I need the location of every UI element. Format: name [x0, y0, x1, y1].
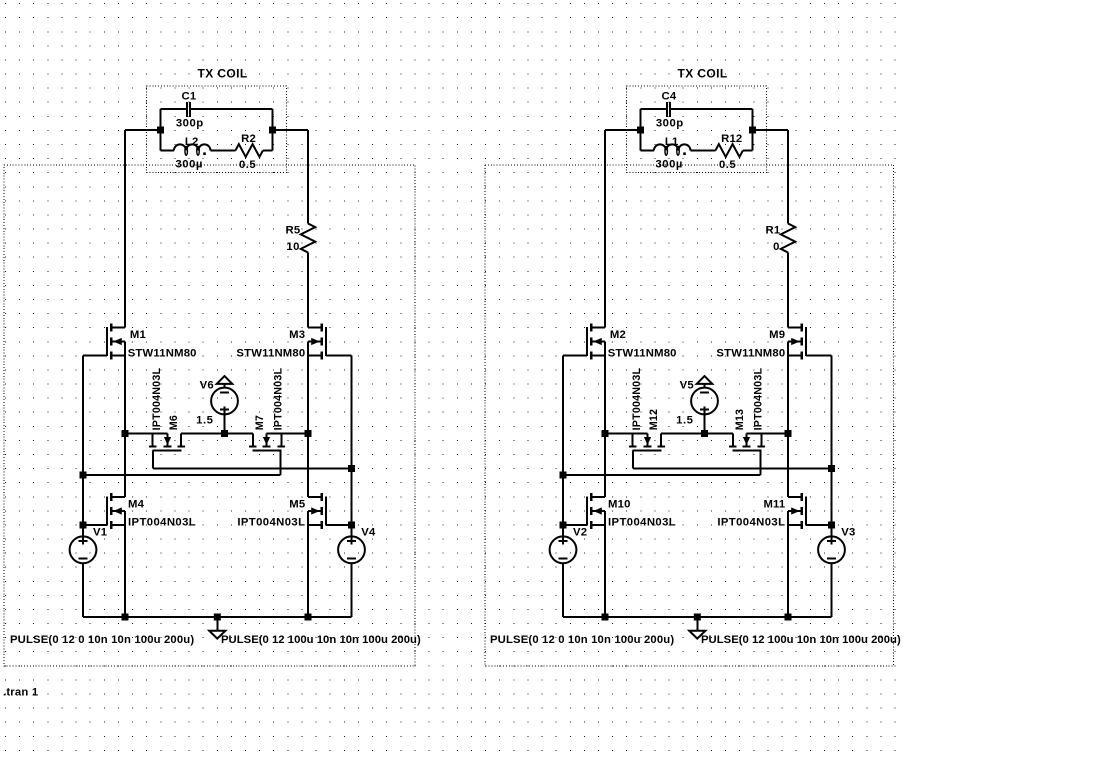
svg-text:PULSE(0 12 0 10n 10n 100u 200u: PULSE(0 12 0 10n 10n 100u 200u) [10, 634, 194, 646]
svg-text:C4: C4 [662, 91, 677, 103]
svg-text:STW11NM80: STW11NM80 [608, 348, 677, 360]
svg-text:V6: V6 [200, 380, 214, 392]
svg-text:STW11NM80: STW11NM80 [128, 348, 197, 360]
svg-text:M12: M12 [648, 409, 660, 430]
svg-text:IPT004N03L: IPT004N03L [631, 368, 643, 431]
svg-text:V1: V1 [93, 527, 107, 539]
svg-text:R1: R1 [766, 225, 781, 237]
svg-text:M6: M6 [168, 415, 180, 430]
svg-text:TX COIL: TX COIL [198, 66, 248, 80]
svg-text:IPT004N03L: IPT004N03L [272, 368, 284, 431]
svg-text:1.5: 1.5 [196, 415, 213, 427]
svg-text:L1: L1 [665, 136, 679, 148]
svg-text:PULSE(0 12 100u 10n 10n 100u 2: PULSE(0 12 100u 10n 10n 100u 200u) [221, 634, 421, 646]
svg-text:.tran 1: .tran 1 [3, 687, 38, 699]
svg-text:M5: M5 [289, 499, 305, 511]
svg-text:IPT004N03L: IPT004N03L [608, 517, 676, 529]
svg-text:M9: M9 [769, 329, 785, 341]
svg-text:M7: M7 [254, 415, 266, 430]
svg-text:L2: L2 [185, 136, 199, 148]
svg-text:V2: V2 [573, 527, 587, 539]
svg-text:M10: M10 [608, 499, 631, 511]
svg-text:IPT004N03L: IPT004N03L [237, 517, 305, 529]
svg-text:IPT004N03L: IPT004N03L [717, 517, 785, 529]
svg-text:300µ: 300µ [656, 158, 683, 170]
svg-text:TX COIL: TX COIL [678, 66, 728, 80]
svg-text:M3: M3 [289, 329, 305, 341]
svg-text:M4: M4 [128, 499, 145, 511]
svg-text:IPT004N03L: IPT004N03L [128, 517, 196, 529]
svg-text:STW11NM80: STW11NM80 [236, 348, 305, 360]
svg-text:V3: V3 [841, 527, 855, 539]
svg-text:IPT004N03L: IPT004N03L [752, 368, 764, 431]
svg-text:M1: M1 [130, 329, 146, 341]
svg-text:R2: R2 [241, 133, 256, 145]
svg-text:M13: M13 [734, 409, 746, 430]
svg-text:10: 10 [286, 241, 300, 253]
svg-text:M2: M2 [610, 329, 626, 341]
svg-text:0.5: 0.5 [239, 159, 256, 171]
svg-text:300p: 300p [656, 118, 684, 130]
svg-text:R5: R5 [286, 225, 301, 237]
svg-text:PULSE(0 12 0 10n 10n 100u 200u: PULSE(0 12 0 10n 10n 100u 200u) [490, 634, 674, 646]
svg-text:IPT004N03L: IPT004N03L [151, 368, 163, 431]
svg-text:M11: M11 [763, 499, 785, 511]
svg-text:V4: V4 [361, 527, 376, 539]
svg-text:V5: V5 [680, 380, 694, 392]
svg-text:1.5: 1.5 [676, 415, 693, 427]
svg-text:300µ: 300µ [176, 158, 203, 170]
svg-text:300p: 300p [176, 118, 204, 130]
svg-text:R12: R12 [721, 133, 742, 145]
svg-text:C1: C1 [182, 91, 197, 103]
svg-text:0: 0 [773, 241, 780, 253]
svg-text:STW11NM80: STW11NM80 [716, 348, 785, 360]
svg-text:0.5: 0.5 [719, 159, 736, 171]
svg-text:PULSE(0 12 100u 10n 10n 100u 2: PULSE(0 12 100u 10n 10n 100u 200u) [701, 634, 901, 646]
